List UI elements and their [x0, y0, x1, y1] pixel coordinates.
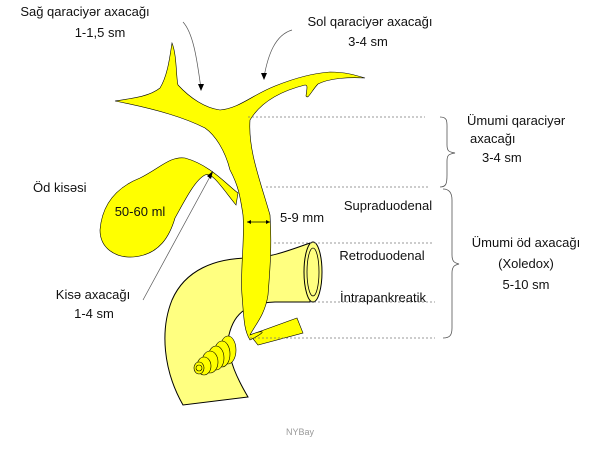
common-hepatic-label-2: axacağı [470, 131, 516, 146]
left-hepatic-pointer [263, 29, 293, 78]
bile-duct-tree [114, 41, 366, 341]
cystic-duct-label: Kisə axacağı [56, 287, 130, 302]
ampulla [193, 335, 237, 376]
duodenum-lumen [306, 247, 320, 297]
segment-dividers [248, 116, 435, 339]
common-hepatic-label: Ümumi qaraciyər [467, 113, 566, 128]
cystic-duct-pointer [142, 172, 213, 301]
gallbladder [99, 157, 239, 258]
cystic-duct-size: 1-4 sm [74, 306, 114, 321]
watermark: NYBay [286, 427, 315, 437]
common-bile-duct-label: Ümumi öd axacağı [472, 235, 580, 250]
gallbladder-label: Öd kisəsi [33, 180, 87, 195]
duct-diameter: 5-9 mm [280, 210, 324, 225]
common-hepatic-size: 3-4 sm [482, 150, 522, 165]
segment-retroduodenal: Retroduodenal [339, 248, 424, 263]
left-hepatic-label: Sol qaraciyər axacağı [307, 14, 432, 29]
right-hepatic-size: 1-1,5 sm [75, 25, 126, 40]
common-bile-duct-size: 5-10 sm [503, 277, 550, 292]
common-bile-duct-alias: (Xoledox) [498, 256, 554, 271]
gallbladder-volume: 50-60 ml [115, 204, 166, 219]
right-hepatic-pointer [182, 21, 202, 89]
left-hepatic-size: 3-4 sm [348, 34, 388, 49]
segment-intrapancreatic: İntrapankreatik [340, 290, 426, 305]
segment-supraduodenal: Supraduodenal [344, 198, 432, 213]
common-hepatic-brace [439, 116, 456, 188]
common-bile-duct-brace [442, 188, 460, 339]
right-hepatic-label: Sağ qaraciyər axacağı [20, 4, 149, 19]
